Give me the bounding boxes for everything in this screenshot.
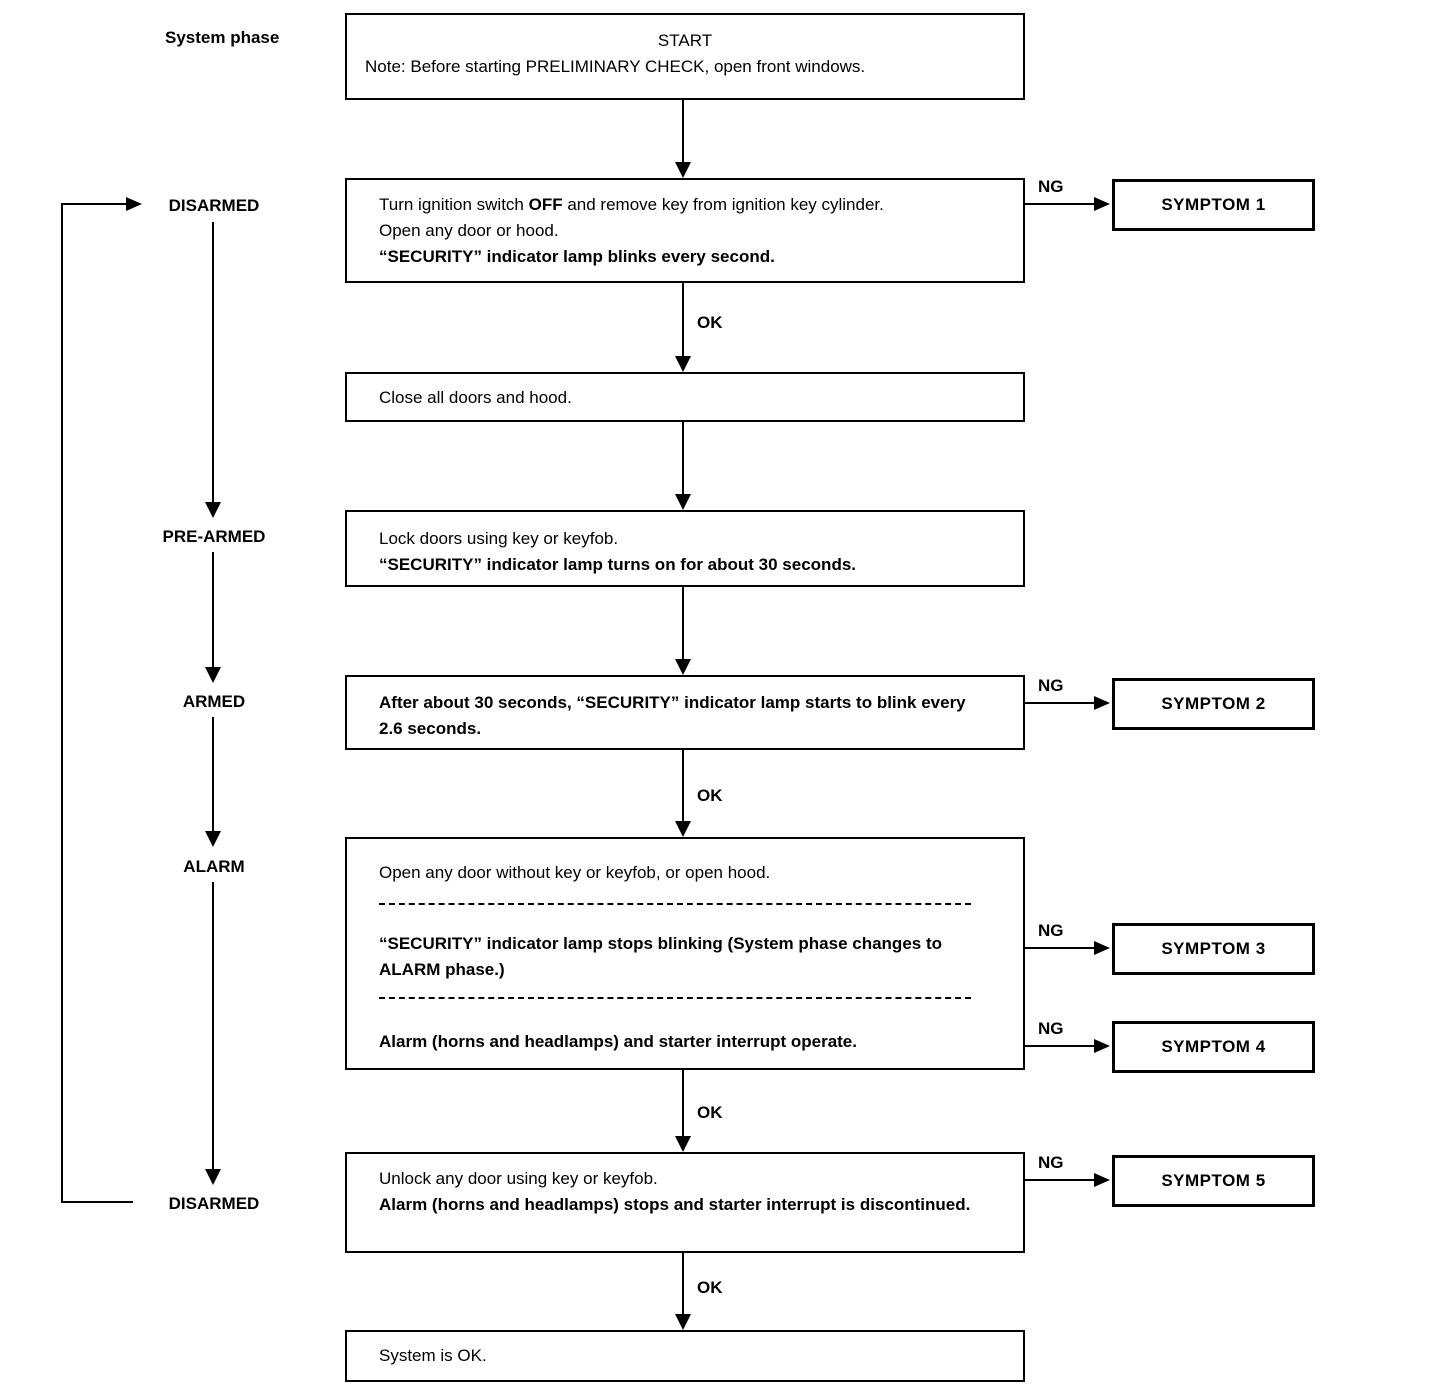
phase-alarm: ALARM [183,857,245,876]
ng-label-1: NG [1038,177,1064,196]
connector-step1-step2 [682,283,684,358]
step1-box: Turn ignition switch OFF and remove key … [345,178,1025,283]
ng-arrowhead-1-icon [1094,197,1110,211]
connector-step4-step5-arrowhead-icon [675,821,691,837]
ng-label-4: NG [1038,1019,1064,1038]
step1-line1: Turn ignition switch OFF and remove key … [379,192,991,218]
step5-line3: Alarm (horns and headlamps) and starter … [379,1032,857,1051]
phase-line-4 [212,882,214,1169]
loop-top-line [62,203,126,205]
connector-step2-step3-arrowhead-icon [675,494,691,510]
step2-box: Close all doors and hood. [345,372,1025,422]
ng-connector-4 [1025,1045,1096,1047]
connector-step3-step4 [682,587,684,661]
phase-arrowhead-1-icon [205,502,221,518]
connector-step4-step5 [682,750,684,823]
symptom5-box: SYMPTOM 5 [1112,1155,1315,1207]
start-note: Note: Before starting PRELIMINARY CHECK,… [365,57,866,76]
ng-arrowhead-2-icon [1094,696,1110,710]
symptom1-box: SYMPTOM 1 [1112,179,1315,231]
ng-arrowhead-3-icon [1094,941,1110,955]
step3-box: Lock doors using key or keyfob. “SECURIT… [345,510,1025,587]
connector-step6-end [682,1253,684,1316]
phase-disarmed-bottom: DISARMED [168,1194,260,1213]
ng-arrowhead-4-icon [1094,1039,1110,1053]
phase-disarmed-top: DISARMED [168,196,260,215]
connector-step5-step6 [682,1070,684,1138]
ng-connector-2 [1025,702,1096,704]
phase-armed: ARMED [182,692,246,711]
ok-label-3: OK [697,1103,723,1122]
step4-box: After about 30 seconds, “SECURITY” indic… [345,675,1025,750]
step6-line1: Unlock any door using key or keyfob. [379,1169,658,1188]
step5-divider-1 [379,903,971,905]
step1-line1-pre: Turn ignition switch [379,195,529,214]
ng-connector-1 [1025,203,1096,205]
start-title: START [657,31,713,50]
connector-step6-end-arrowhead-icon [675,1314,691,1330]
step1-line2: Open any door or hood. [379,221,559,240]
start-box: START Note: Before starting PRELIMINARY … [345,13,1025,100]
step5-line2: “SECURITY” indicator lamp stops blinking… [379,934,942,979]
step2-line1: Close all doors and hood. [379,388,572,407]
loop-bottom-line [61,1201,133,1203]
ng-label-5: NG [1038,1153,1064,1172]
system-phase-label: System phase [165,28,280,47]
symptom2-box: SYMPTOM 2 [1112,678,1315,730]
phase-line-1 [212,222,214,504]
phase-pre-armed: PRE-ARMED [162,527,266,546]
ok-label-1: OK [697,313,723,332]
ng-connector-3 [1025,947,1096,949]
loop-arrowhead-icon [126,197,142,211]
phase-line-2 [212,552,214,667]
phase-arrowhead-4-icon [205,1169,221,1185]
connector-step1-step2-arrowhead-icon [675,356,691,372]
ok-label-4: OK [697,1278,723,1297]
step6-box: Unlock any door using key or keyfob. Ala… [345,1152,1025,1253]
connector-step5-step6-arrowhead-icon [675,1136,691,1152]
ng-label-2: NG [1038,676,1064,695]
connector-start-step1 [682,100,684,164]
step1-line3: “SECURITY” indicator lamp blinks every s… [379,247,775,266]
step5-divider-2 [379,997,971,999]
ng-connector-5 [1025,1179,1096,1181]
loop-vertical-line [61,203,63,1203]
step6-line2: Alarm (horns and headlamps) stops and st… [379,1195,971,1214]
connector-step3-step4-arrowhead-icon [675,659,691,675]
step4-line1: After about 30 seconds, “SECURITY” indic… [379,693,966,738]
phase-arrowhead-3-icon [205,831,221,847]
step5-line1: Open any door without key or keyfob, or … [379,863,771,882]
end-box: System is OK. [345,1330,1025,1382]
ok-label-2: OK [697,786,723,805]
phase-line-3 [212,717,214,831]
connector-start-step1-arrowhead-icon [675,162,691,178]
ng-label-3: NG [1038,921,1064,940]
step3-line2: “SECURITY” indicator lamp turns on for a… [379,555,857,574]
step5-box: Open any door without key or keyfob, or … [345,837,1025,1070]
ng-arrowhead-5-icon [1094,1173,1110,1187]
step1-line1-post: and remove key from ignition key cylinde… [562,195,884,214]
symptom4-box: SYMPTOM 4 [1112,1021,1315,1073]
symptom3-box: SYMPTOM 3 [1112,923,1315,975]
phase-arrowhead-2-icon [205,667,221,683]
step1-line1-off: OFF [528,195,563,214]
end-line1: System is OK. [379,1346,487,1365]
step3-line1: Lock doors using key or keyfob. [379,529,619,548]
connector-step2-step3 [682,422,684,496]
